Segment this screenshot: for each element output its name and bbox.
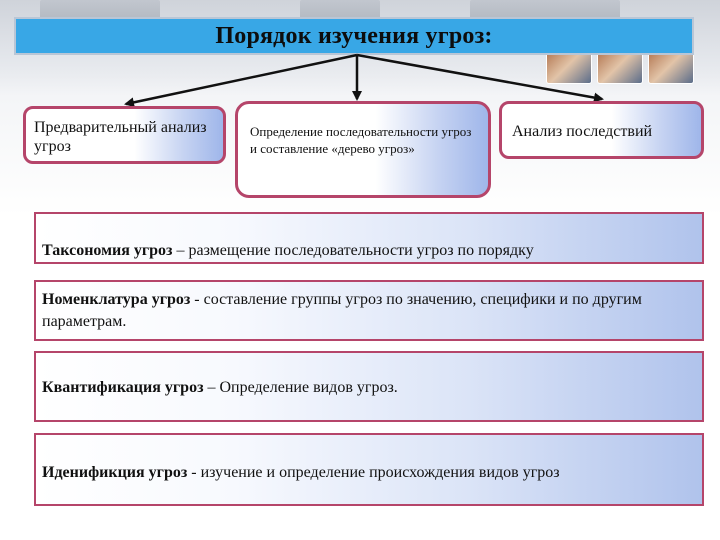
- node-consequence-analysis: Анализ последствий: [499, 101, 704, 159]
- banner-photo-thumb: [546, 52, 592, 84]
- definition-text: – Определение видов угроз.: [203, 379, 398, 396]
- definition-term: Иденификция угроз: [42, 464, 188, 481]
- diagram-title: Порядок изучения угроз:: [14, 17, 694, 55]
- node-label: Анализ последствий: [512, 123, 653, 140]
- banner-photo: [300, 0, 380, 22]
- node-label: Предварительный анализ угроз: [34, 119, 207, 155]
- definition-taxonomy: Таксономия угроз – размещение последоват…: [34, 212, 704, 264]
- banner-photo-thumb: [597, 52, 643, 84]
- node-preliminary-analysis: Предварительный анализ угроз: [23, 106, 226, 164]
- node-label: Определение последовательности угроз и с…: [250, 124, 472, 156]
- definition-identification: Иденификция угроз - изучение и определен…: [34, 433, 704, 506]
- definition-quantification: Квантификация угроз – Определение видов …: [34, 351, 704, 422]
- definition-term: Таксономия угроз: [42, 242, 173, 259]
- definition-text: - изучение и определение происхождения в…: [187, 464, 560, 481]
- definition-text: - составление группы угроз по значению, …: [42, 291, 642, 330]
- definition-nomenclature: Номенклатура угроз - составление группы …: [34, 280, 704, 341]
- node-threat-tree: Определение последовательности угроз и с…: [235, 101, 491, 198]
- definition-text: – размещение последовательности угроз по…: [172, 242, 534, 259]
- banner-photo: [470, 0, 620, 22]
- diagram-title-text: Порядок изучения угроз:: [215, 22, 493, 49]
- definition-term: Квантификация угроз: [42, 379, 204, 396]
- banner-photo-thumb: [648, 52, 694, 84]
- banner-photo: [40, 0, 160, 22]
- definition-term: Номенклатура угроз: [42, 291, 191, 308]
